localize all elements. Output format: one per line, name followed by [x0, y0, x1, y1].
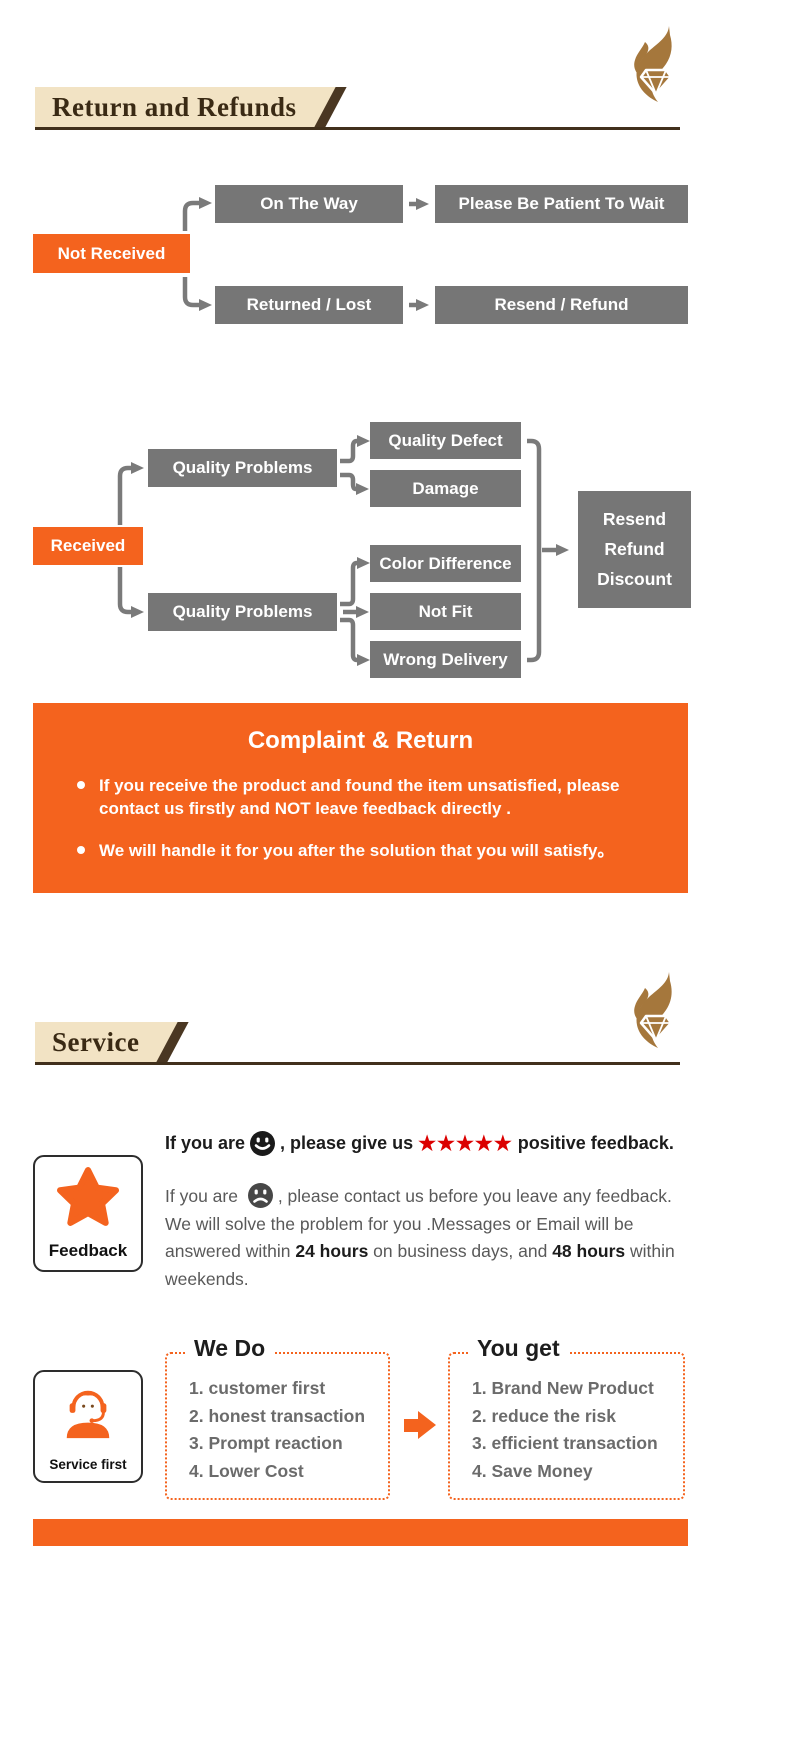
- right-arrow-icon: [404, 1411, 436, 1439]
- we-do-item: 4. Lower Cost: [189, 1460, 304, 1481]
- feedback-text-block: If you are , please give us ★★★★★ positi…: [165, 1130, 693, 1293]
- brand-flame-diamond-logo: [612, 24, 697, 104]
- you-get-item: 3. efficient transaction: [472, 1433, 658, 1453]
- flow-box-result: Resend Refund Discount: [578, 491, 691, 608]
- we-do-item: 3. Prompt reaction: [189, 1433, 343, 1453]
- flow-box-received: Received: [33, 527, 143, 565]
- feedback-48hours: 48 hours: [552, 1241, 626, 1261]
- flow-box-be-patient: Please Be Patient To Wait: [435, 185, 688, 223]
- we-do-list: 1. customer first 2. honest transaction …: [189, 1375, 388, 1485]
- complaint-bullet-text: If you receive the product and found the…: [99, 776, 620, 818]
- feedback-card: Feedback: [33, 1155, 143, 1272]
- feedback-text: on business days, and: [368, 1241, 553, 1261]
- flow-box-label: Received: [50, 536, 126, 555]
- feedback-text: , please give us: [280, 1133, 414, 1153]
- flow-box-label: Not Fit: [418, 601, 473, 621]
- you-get-item: 2. reduce the risk: [472, 1405, 616, 1426]
- complaint-bullet-text: We will handle it for you after the solu…: [99, 841, 615, 860]
- result-line: Resend: [602, 509, 667, 529]
- flow-box-returned-lost: Returned / Lost: [215, 286, 403, 324]
- bottom-accent-bar: [33, 1519, 688, 1546]
- service-title: Service: [52, 1027, 140, 1057]
- you-get-list: 1. Brand New Product 2. reduce the risk …: [472, 1375, 683, 1485]
- feedback-text: If you are: [165, 1186, 243, 1206]
- bullet-dot: [77, 846, 85, 854]
- happy-face-icon: [250, 1131, 276, 1156]
- you-get-box: You get 1. Brand New Product 2. reduce t…: [448, 1335, 685, 1500]
- flow-box-label: Quality Problems: [172, 458, 313, 477]
- complaint-bullet-1: If you receive the product and found the…: [33, 774, 688, 820]
- we-do-title: We Do: [185, 1335, 275, 1362]
- we-do-box: We Do 1. customer first 2. honest transa…: [165, 1335, 390, 1500]
- flow-box-quality-defect: Quality Defect: [370, 422, 521, 459]
- flow-box-label: Wrong Delivery: [383, 649, 508, 669]
- returns-title: Return and Refunds: [52, 92, 297, 122]
- service-first-card: Service first: [33, 1370, 143, 1483]
- star-icon: [57, 1167, 119, 1226]
- flow-box-not-fit: Not Fit: [370, 593, 521, 630]
- feedback-text: within weekends.: [165, 1241, 675, 1289]
- result-line: Refund: [604, 539, 665, 559]
- feedback-line-positive: If you are , please give us ★★★★★ positi…: [165, 1130, 693, 1157]
- flow-box-resend-refund: Resend / Refund: [435, 286, 688, 324]
- you-get-title: You get: [468, 1335, 569, 1362]
- five-stars-icon: ★★★★★: [418, 1133, 513, 1155]
- feedback-card-label: Feedback: [48, 1241, 128, 1260]
- flow-box-quality-problems-top: Quality Problems: [148, 449, 337, 487]
- feedback-paragraph: If you are , please contact us before yo…: [165, 1182, 693, 1293]
- arrow-head: [418, 1411, 436, 1439]
- flow-box-on-the-way: On The Way: [215, 185, 403, 223]
- feedback-text: , please contact us before you leave any…: [165, 1186, 672, 1261]
- service-first-card-label: Service first: [49, 1457, 127, 1472]
- flow-box-label: Color Difference: [379, 553, 512, 573]
- bullet-dot: [77, 781, 85, 789]
- section-header-returns: Return and Refunds: [35, 87, 680, 130]
- returns-ribbon: Return and Refunds: [35, 87, 343, 127]
- you-get-item: 4. Save Money: [472, 1460, 593, 1481]
- flow-box-label: Quality Defect: [388, 430, 503, 450]
- flow-box-label: Not Received: [57, 243, 166, 263]
- feedback-text: If you are: [165, 1133, 246, 1153]
- we-do-item: 2. honest transaction: [189, 1405, 366, 1426]
- complaint-bullet-2: We will handle it for you after the solu…: [33, 839, 688, 862]
- flow-box-not-received: Not Received: [33, 234, 190, 273]
- section-header-service: Service: [35, 1022, 680, 1065]
- service-ribbon: Service: [35, 1022, 185, 1062]
- sad-face-icon: [247, 1183, 273, 1208]
- we-do-item: 1. customer first: [189, 1378, 326, 1398]
- feedback-24hours: 24 hours: [295, 1241, 369, 1261]
- flow-box-damage: Damage: [370, 470, 521, 507]
- brand-flame-diamond-logo: [612, 970, 697, 1050]
- flow-box-label: Returned / Lost: [246, 295, 372, 314]
- flow-box-wrong-delivery: Wrong Delivery: [370, 641, 521, 678]
- complaint-title: Complaint & Return: [247, 727, 474, 754]
- flow-box-quality-problems-bottom: Quality Problems: [148, 593, 337, 631]
- arrow-bar: [404, 1418, 418, 1432]
- flow-box-label: Damage: [412, 478, 479, 498]
- flow-box-label: On The Way: [260, 194, 358, 213]
- flow-box-color-difference: Color Difference: [370, 545, 521, 582]
- complaint-return-banner: Complaint & Return If you receive the pr…: [33, 703, 688, 893]
- customer-service-icon: [66, 1390, 110, 1439]
- you-get-item: 1. Brand New Product: [472, 1378, 654, 1398]
- feedback-text-bold: positive feedback.: [517, 1133, 674, 1153]
- flow-box-label: Quality Problems: [172, 602, 313, 621]
- flow-box-label: Resend / Refund: [494, 295, 629, 314]
- result-line: Discount: [597, 569, 672, 589]
- flow-box-label: Please Be Patient To Wait: [458, 194, 665, 213]
